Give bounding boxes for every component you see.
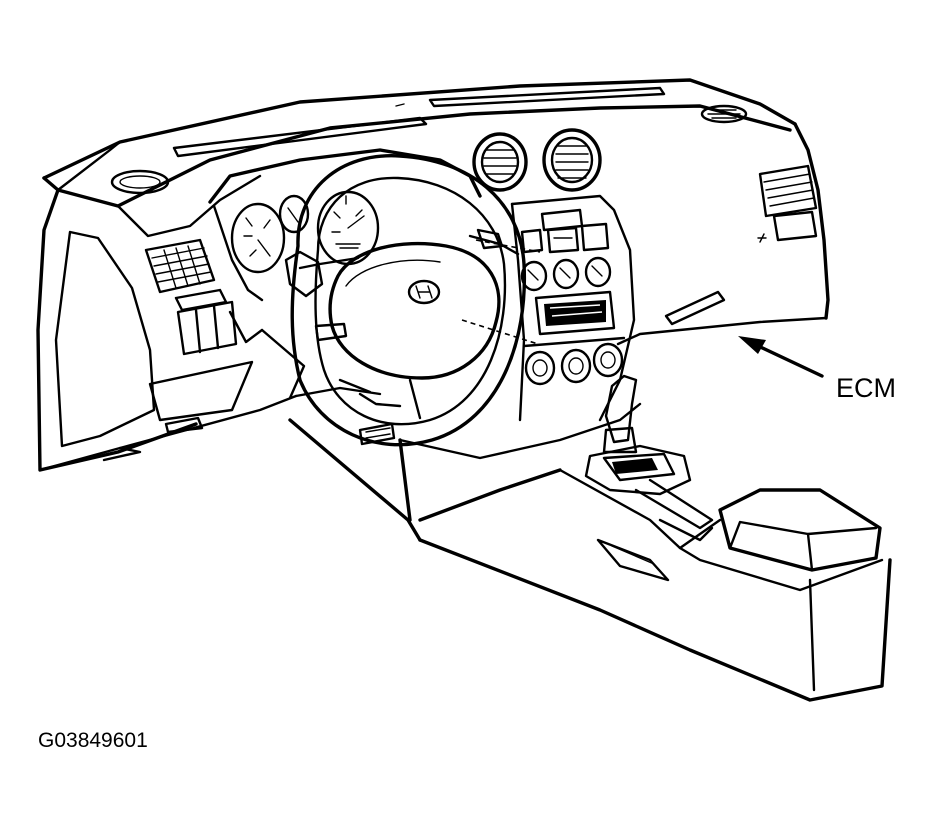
left-side-panel — [38, 176, 260, 470]
dashboard-shell — [44, 80, 828, 344]
left-vent-cluster — [146, 240, 236, 354]
steering-wheel — [286, 156, 540, 445]
ecm-callout-label: ECM — [836, 373, 896, 403]
ecm-callout-arrow — [738, 336, 822, 376]
instrument-cluster — [210, 150, 480, 300]
figure-id: G03849601 — [38, 729, 148, 752]
lower-left-dash — [120, 312, 380, 448]
center-console — [290, 376, 890, 700]
